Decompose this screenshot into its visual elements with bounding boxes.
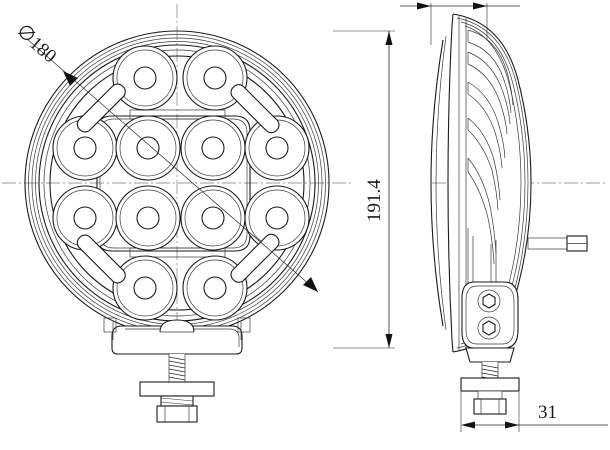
height-arrow-top [385, 31, 393, 45]
cooling-fin [467, 157, 497, 255]
led [244, 115, 310, 181]
front-washer-plate [139, 381, 215, 397]
bracket-bolt [477, 316, 501, 340]
led [115, 185, 181, 251]
led [180, 185, 246, 251]
bracket-bolt [477, 289, 501, 313]
led [112, 255, 178, 321]
vent-slot [76, 83, 126, 133]
side-view [430, 13, 588, 415]
cooling-fin [467, 117, 501, 201]
cooling-fin [467, 29, 514, 106]
diameter-leader-line [26, 38, 319, 293]
depth-dimension-value: 31 [538, 402, 557, 423]
side-hex-nut [473, 390, 507, 415]
led [180, 115, 246, 181]
cooling-fin [467, 81, 506, 159]
diameter-arrow-start [63, 71, 78, 86]
diameter-symbol-icon [19, 25, 34, 40]
front-threaded-stud [168, 354, 186, 382]
side-mount-bracket [461, 281, 519, 363]
cooling-fin [467, 51, 511, 125]
led [115, 115, 181, 181]
reflector-boundary [49, 55, 305, 311]
top-ref-arrow-right [473, 2, 487, 10]
led [112, 45, 178, 111]
front-mount-bracket [103, 317, 251, 355]
top-ref-arrow-left [417, 2, 431, 10]
top-reference-dimension [400, 2, 520, 45]
led [52, 185, 118, 251]
lens-front-profile [430, 39, 444, 327]
diameter-symbol-slash-icon [18, 31, 36, 35]
height-dimension-value: 191.4 [364, 179, 385, 222]
vent-slots [76, 83, 280, 284]
depth-dimension: 31 [460, 392, 608, 432]
vent-slot [230, 84, 280, 134]
led [244, 185, 310, 251]
depth-arrow-right [505, 421, 519, 429]
power-cable [527, 235, 588, 252]
front-view [24, 30, 330, 423]
side-washer-plate [460, 377, 520, 392]
vent-slot [230, 233, 280, 283]
vent-slot [76, 234, 126, 284]
height-arrow-bottom [385, 334, 393, 348]
diameter-arrow-end [303, 277, 318, 292]
height-dimension: 191.4 [333, 30, 395, 349]
depth-arrow-left [461, 421, 475, 429]
front-hex-nut [156, 395, 198, 423]
